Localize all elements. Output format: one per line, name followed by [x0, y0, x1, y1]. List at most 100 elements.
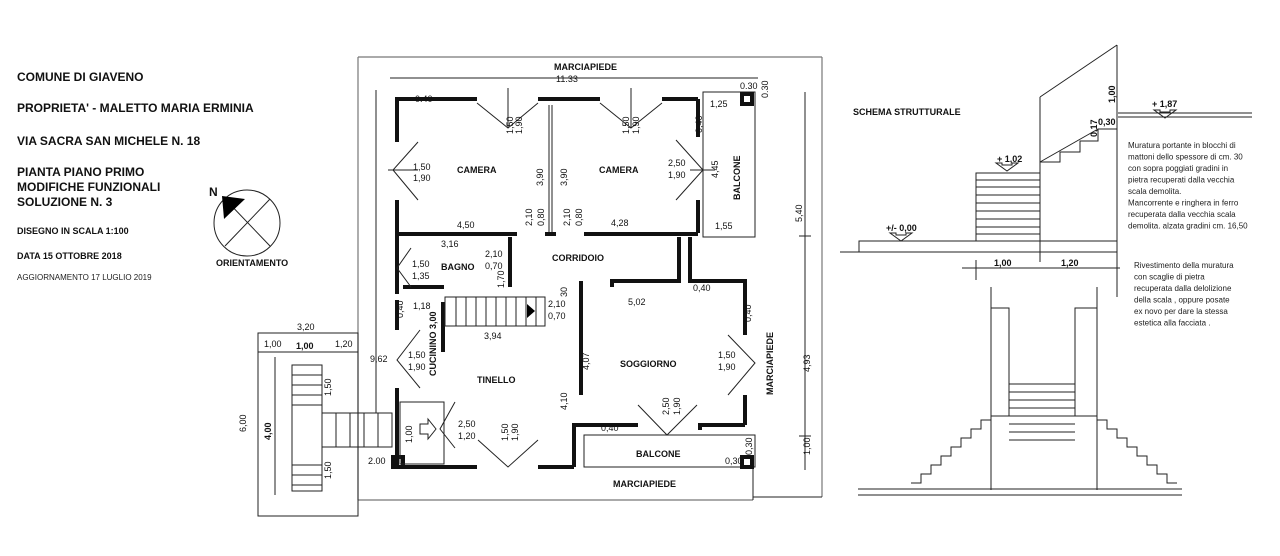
- dim: 1,55: [715, 221, 733, 231]
- dim: 1,50: [718, 350, 736, 360]
- note-line: Muratura portante in blocchi di: [1128, 141, 1236, 150]
- dim: 1,35: [412, 271, 430, 281]
- stair-profile-right: [1096, 416, 1177, 484]
- dim: 1,90: [718, 362, 736, 372]
- dim: 3,90: [559, 168, 569, 186]
- room-tinello: TINELLO: [477, 375, 516, 385]
- soluzione: SOLUZIONE N. 3: [17, 195, 113, 209]
- internal-stair: [444, 296, 546, 327]
- dim: 3,16: [441, 239, 459, 249]
- comune: COMUNE DI GIAVENO: [17, 70, 143, 84]
- dim: 1,50: [500, 423, 510, 441]
- dim: 1,00: [296, 341, 314, 351]
- dim: 1,00: [994, 258, 1012, 268]
- dim: 0,70: [548, 311, 566, 321]
- dim: 1,18: [413, 301, 431, 311]
- dim: 1,90: [413, 173, 431, 183]
- aggiornamento: AGGIORNAMENTO 17 LUGLIO 2019: [17, 273, 152, 282]
- data: DATA 15 OTTOBRE 2018: [17, 251, 122, 261]
- marciapiede-bottom: MARCIAPIEDE: [613, 479, 676, 489]
- dim: 1,20: [1061, 258, 1079, 268]
- room-balcone: BALCONE: [732, 156, 742, 201]
- section-title: SCHEMA STRUTTURALE: [853, 107, 961, 117]
- dim: 0,30: [1098, 117, 1116, 127]
- level-label: + 1,02: [997, 154, 1022, 164]
- title-block: COMUNE DI GIAVENO PROPRIETA' - MALETTO M…: [17, 70, 254, 282]
- pianta: PIANTA PIANO PRIMO: [17, 165, 144, 179]
- dim: 3,94: [484, 331, 502, 341]
- note-line: ex novo per dare la stessa: [1134, 307, 1228, 316]
- note-line: pietra recuperati dalla vecchia: [1128, 176, 1235, 185]
- dim: 0,80: [536, 208, 546, 226]
- dim: 2,50: [661, 397, 671, 415]
- dim: 1,50: [412, 259, 430, 269]
- dimension-lines: [375, 77, 811, 470]
- room-balcone: BALCONE: [636, 449, 681, 459]
- dim: 1,50: [323, 378, 333, 396]
- indirizzo: VIA SACRA SAN MICHELE N. 18: [17, 134, 200, 148]
- dim: 1,50: [408, 350, 426, 360]
- dim: 0,40: [743, 304, 753, 322]
- dim: 0,30: [725, 456, 743, 466]
- dim: 4,50: [457, 220, 475, 230]
- level-arrow-icon: [888, 109, 1178, 242]
- dim: 1,90: [631, 116, 641, 134]
- dim: 1,50: [323, 461, 333, 479]
- dim: 1,70: [496, 270, 506, 288]
- dim: 0,80: [574, 208, 584, 226]
- plan-labels: MARCIAPIEDE 11.33 0.30 0.30 0.40 1,50 1,…: [368, 62, 812, 489]
- dim: 2.00: [368, 456, 386, 466]
- dim: 9,62: [370, 354, 388, 364]
- dim: 2,10: [524, 208, 534, 226]
- dim: 1,50: [505, 116, 515, 134]
- windows: [388, 88, 756, 468]
- dim: 0,70: [485, 261, 503, 271]
- dim: 0,40: [694, 115, 704, 133]
- dim: 30: [559, 287, 569, 297]
- dim: 1,00: [264, 339, 282, 349]
- dim: 1,20: [458, 431, 476, 441]
- dim: 0.30: [760, 80, 770, 98]
- dim: 2,10: [548, 299, 566, 309]
- scala: DISEGNO IN SCALA 1:100: [17, 226, 129, 236]
- dim: 1,90: [514, 116, 524, 134]
- dim: 11.33: [556, 74, 578, 84]
- room-soggiorno: SOGGIORNO: [620, 359, 677, 369]
- proprieta: PROPRIETA' - MALETTO MARIA ERMINIA: [17, 101, 254, 115]
- room-corridoio: CORRIDOIO: [552, 253, 604, 263]
- note-line: demolita. alzata gradini cm. 16,50: [1128, 222, 1248, 231]
- dim: 4,07: [581, 352, 591, 370]
- marciapiede-top: MARCIAPIEDE: [554, 62, 617, 72]
- dim: 3,90: [535, 168, 545, 186]
- dim: 1,25: [710, 99, 728, 109]
- note-line: mattoni dello spessore di cm. 30: [1128, 153, 1243, 162]
- dim: 0,40: [601, 423, 619, 433]
- room-camera: CAMERA: [457, 165, 497, 175]
- dim: 0,30: [744, 437, 754, 455]
- dim: 4,00: [263, 422, 273, 440]
- dim: 6,00: [238, 414, 248, 432]
- dim: 1,00: [1107, 85, 1117, 103]
- dim: 1,50: [413, 162, 431, 172]
- dim: 1,00: [404, 425, 414, 443]
- dim: 2,50: [668, 158, 686, 168]
- dim: 1,00: [802, 437, 812, 455]
- dim: 1,90: [408, 362, 426, 372]
- dim: 1,90: [672, 397, 682, 415]
- dim: 2,50: [458, 419, 476, 429]
- level-label: + 1,87: [1152, 99, 1177, 109]
- room-cucinino: CUCININO 3,00: [428, 311, 438, 376]
- note-line: recuperata dalla delolizione: [1134, 284, 1232, 293]
- note-line: Mancorrente e ringhera in ferro: [1128, 199, 1239, 208]
- structural-section: SCHEMA STRUTTURALE 1,00 + 1,87 0,17 0,30…: [840, 44, 1252, 496]
- dim: 0.40: [415, 94, 433, 104]
- dim: 0,40: [693, 283, 711, 293]
- dim: 2,10: [485, 249, 503, 259]
- room-camera: CAMERA: [599, 165, 639, 175]
- dim: 4,93: [802, 354, 812, 372]
- dim: 1,90: [510, 423, 520, 441]
- dim: 4,10: [559, 392, 569, 410]
- note-line: recuperata dalla vecchia scala: [1128, 210, 1236, 219]
- dim: 0,17: [1089, 119, 1099, 137]
